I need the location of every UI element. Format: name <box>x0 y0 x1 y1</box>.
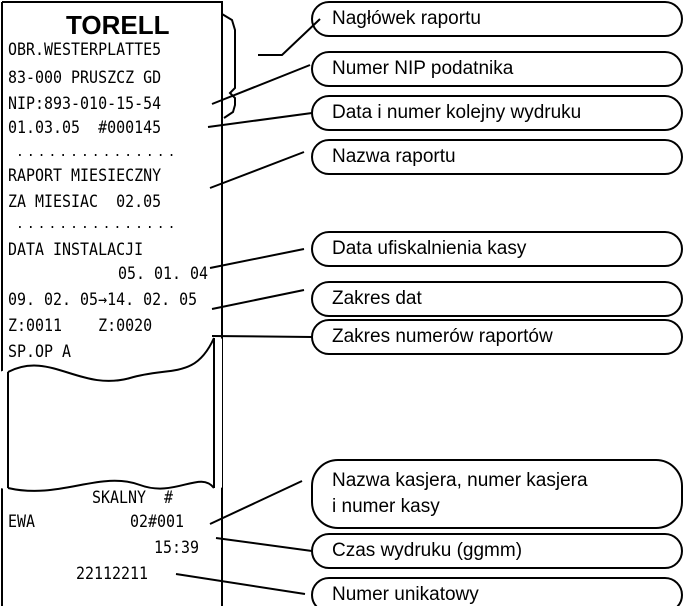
leader-3 <box>207 112 313 128</box>
receipt-cashier-num: 02#001 <box>130 512 185 532</box>
receipt-dots-2: ............... <box>16 217 179 232</box>
receipt-address2: 83-000 PRUSZCZ GD <box>8 68 162 88</box>
leader-10 <box>175 573 306 595</box>
receipt-z-range: Z:0011 Z:0020 <box>8 316 153 336</box>
callout-label-install-date: Data ufiskalnienia kasy <box>332 238 527 259</box>
leader-7 <box>211 335 313 338</box>
callout-label-report-name: Nazwa raportu <box>332 146 456 167</box>
leader-4 <box>209 151 305 189</box>
receipt-report-name-1: RAPORT MIESIECZNY <box>8 166 162 186</box>
callout-label-cashier-1: Nazwa kasjera, numer kasjera <box>332 470 588 491</box>
receipt-install-date: 05. 01. 04 <box>118 264 209 284</box>
receipt-nip: NIP:893-010-15-54 <box>8 94 162 114</box>
callout-label-time: Czas wydruku (ggmm) <box>332 540 523 561</box>
receipt-dots-1: ............... <box>16 145 179 160</box>
callout-box-10 <box>311 577 683 606</box>
callout-label-unique: Numer unikatowy <box>332 584 479 605</box>
receipt-spop-a: SP.OP A <box>8 342 72 362</box>
callout-box-8 <box>311 459 683 529</box>
tear-edge-top <box>7 337 215 382</box>
receipt-date-range: 09. 02. 05→14. 02. 05 <box>8 290 198 310</box>
receipt-cashier: EWA <box>8 512 36 532</box>
callout-label-nip: Numer NIP podatnika <box>332 58 514 79</box>
receipt-install-label: DATA INSTALACJI <box>8 240 144 260</box>
callout-box-2 <box>311 51 683 87</box>
callout-label-date-range: Zakres dat <box>332 288 422 309</box>
receipt-cashier-partial: SKALNY # <box>92 488 174 508</box>
leader-5 <box>209 248 305 269</box>
tear-edge-bottom <box>7 479 215 492</box>
callout-box-4 <box>311 139 683 175</box>
receipt-report-name-2: ZA MIESIAC 02.05 <box>8 192 162 212</box>
leader-1 <box>258 18 321 56</box>
leader-8 <box>209 480 303 525</box>
leader-2 <box>211 64 311 105</box>
leader-6 <box>211 289 305 310</box>
callout-label-date-number: Data i numer kolejny wydruku <box>332 102 582 123</box>
callout-box-6 <box>311 281 683 317</box>
header-bracket <box>221 13 236 119</box>
receipt-date-number: 01.03.05 #000145 <box>8 118 162 138</box>
tear-region <box>0 338 222 491</box>
callout-label-z-range: Zakres numerów raportów <box>332 326 553 347</box>
receipt-address1: OBR.WESTERPLATTE5 <box>8 40 162 60</box>
callout-box-1 <box>311 1 683 37</box>
leader-9 <box>215 537 313 552</box>
callout-label-cashier-2: i numer kasy <box>332 496 440 517</box>
receipt-title: TORELL <box>66 10 170 40</box>
callout-label-header: Nagłówek raportu <box>332 8 481 29</box>
receipt-time: 15:39 <box>154 538 200 558</box>
receipt-unique: 22112211 <box>76 564 149 584</box>
callout-box-5 <box>311 231 683 267</box>
